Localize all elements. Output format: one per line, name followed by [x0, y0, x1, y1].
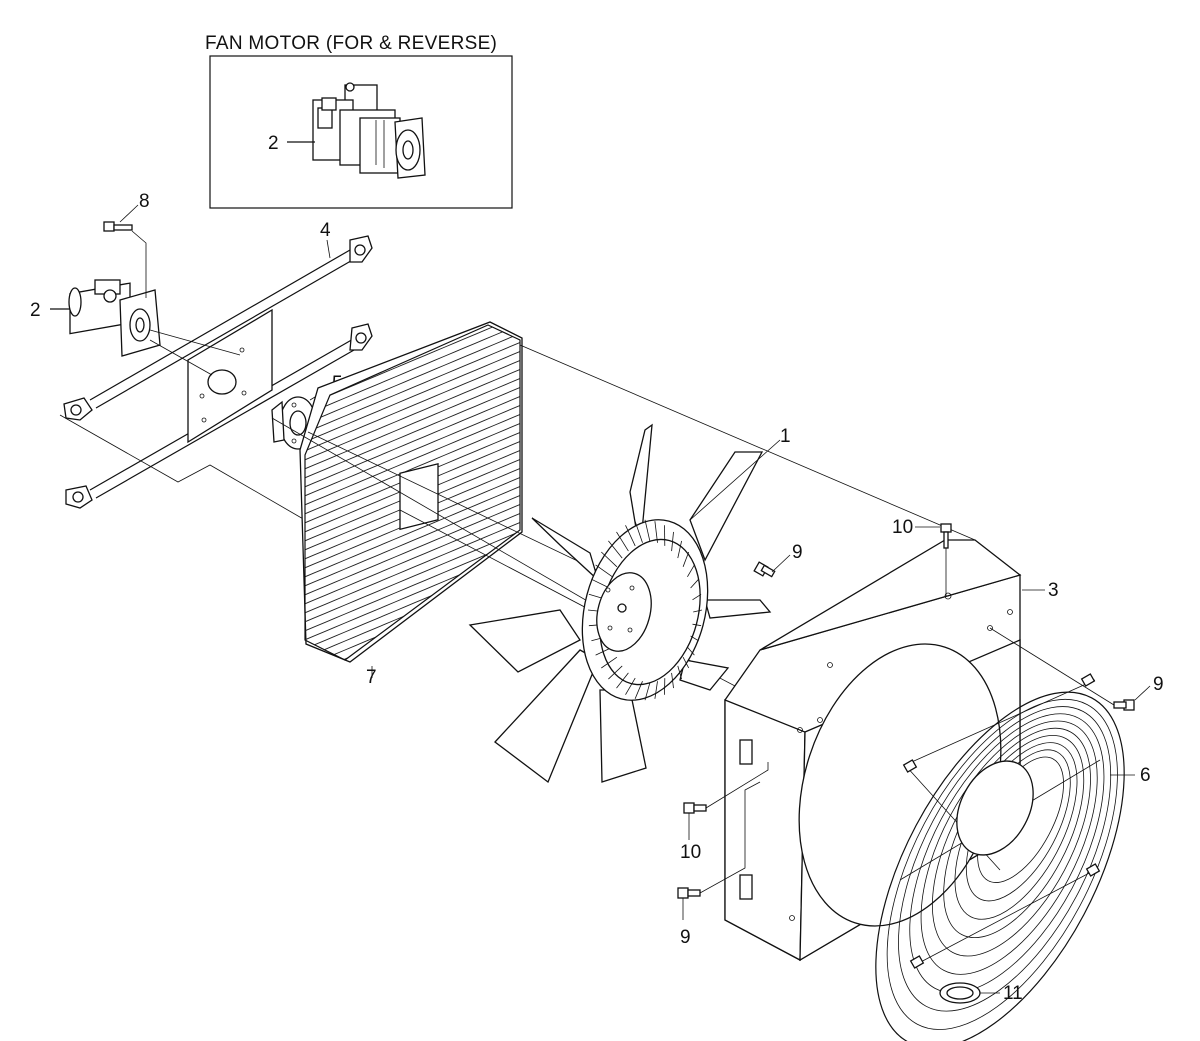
mounting-rod-lower — [65, 323, 373, 509]
inset-callout-2: 2 — [268, 133, 279, 154]
inset-frame — [209, 55, 513, 209]
fan-guard-grille — [875, 673, 1125, 1041]
cooling-fan-blade — [468, 423, 772, 784]
leader-8-path — [131, 230, 147, 298]
bolt-9-upper — [753, 561, 776, 578]
callout-8: 8 — [139, 191, 150, 212]
fan-shroud — [724, 539, 1022, 962]
mounting-rod-upper — [63, 235, 373, 421]
callout-2: 2 — [30, 300, 41, 321]
callout-9-right: 9 — [1153, 674, 1164, 695]
callout-6: 6 — [1140, 765, 1151, 786]
callout-1: 1 — [780, 426, 791, 447]
callout-10-lower: 10 — [680, 842, 701, 863]
callout-11: 11 — [1003, 983, 1023, 1004]
bolt-10-lower — [683, 802, 707, 814]
assembly-guide-line — [59, 414, 306, 521]
mount-plate-bore — [207, 369, 237, 395]
callout-7: 7 — [366, 667, 377, 688]
callout-10-upper: 10 — [892, 517, 913, 538]
callout-9-upper: 9 — [792, 542, 803, 563]
callout-4: 4 — [320, 220, 331, 241]
callout-9-lower: 9 — [680, 927, 691, 948]
grommet-part-11 — [939, 982, 981, 1004]
bolt-part-8 — [103, 221, 133, 232]
callout-3: 3 — [1048, 580, 1059, 601]
leader-1 — [689, 439, 781, 521]
bolt-9-right — [1113, 699, 1135, 711]
leader-8 — [119, 204, 139, 223]
bolt-9-lower — [677, 887, 701, 899]
inset-title: FAN MOTOR (FOR & REVERSE) — [205, 33, 497, 54]
reversible-fan-motor-illustration — [312, 82, 426, 179]
leader-4 — [326, 239, 331, 259]
hydraulic-fan-motor — [68, 279, 161, 357]
inset-fan-motor-panel: FAN MOTOR (FOR & REVERSE) 2 — [205, 33, 513, 209]
